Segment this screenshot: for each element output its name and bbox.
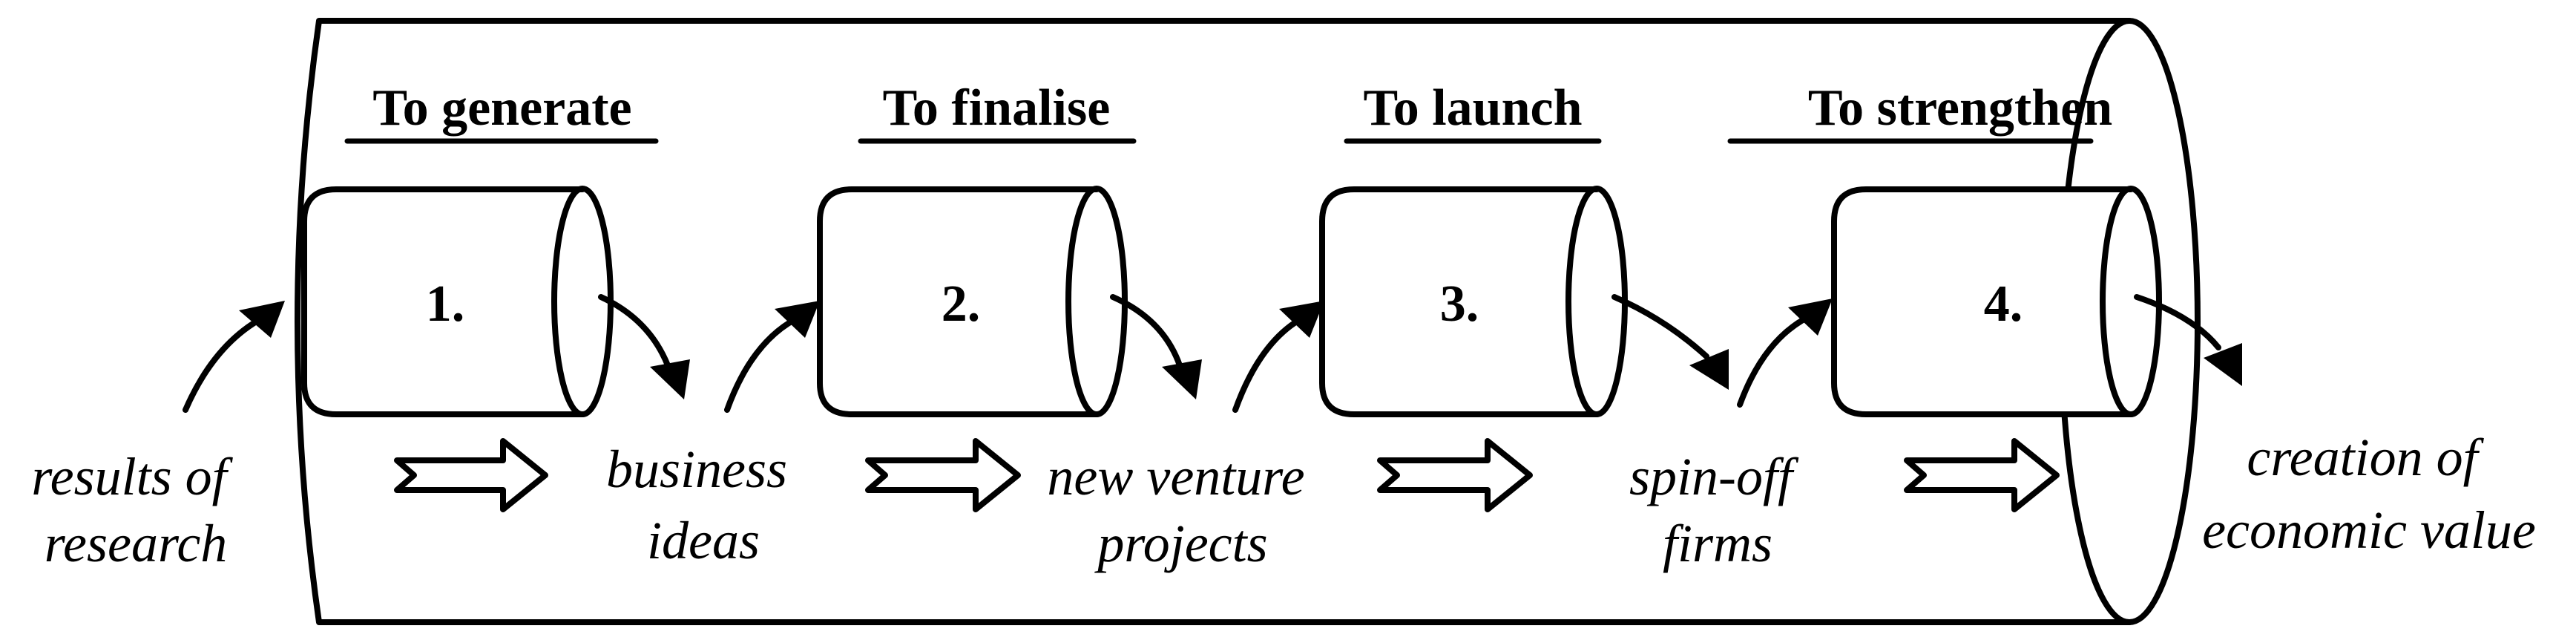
stage-number-4: 4. [1984, 275, 2023, 333]
entry-arrow-1 [183, 301, 285, 413]
block-arrow-4 [1904, 438, 2060, 512]
stage-3: To launch 3. [1319, 79, 1628, 417]
exit-arrow-2 [1110, 294, 1202, 399]
flow-labels: results of research business ideas new v… [31, 428, 2536, 573]
block-arrow-1 [394, 438, 548, 512]
entry-arrow-4 [1737, 298, 1833, 408]
stage-4: To strengthen 4. [1727, 79, 2162, 417]
flow-label-spin-off-firms: spin-off firms [1629, 447, 1806, 573]
stage-title-4: To strengthen [1808, 79, 2112, 137]
flow-label-research: results of research [31, 447, 240, 573]
block-arrow-3 [1377, 438, 1533, 512]
stage-cylinder-4-backing [1834, 189, 2131, 414]
stage-1: To generate 1. [301, 79, 659, 417]
stage-number-1: 1. [426, 275, 465, 333]
stage-number-3: 3. [1440, 275, 1479, 333]
flow-label-business-ideas: business ideas [606, 440, 801, 570]
stage-2: To finalise 2. [817, 79, 1137, 417]
exit-arrow-4 [2134, 294, 2242, 386]
exit-arrow-1 [598, 294, 690, 399]
stage-title-2: To finalise [883, 79, 1111, 137]
block-arrows [394, 438, 2060, 512]
stage-number-2: 2. [942, 275, 981, 333]
flow-label-economic-value: creation of economic value [2202, 428, 2536, 560]
entry-arrow-2 [724, 301, 820, 413]
stage-title-3: To launch [1363, 79, 1582, 137]
pipeline-body [295, 18, 2132, 625]
entry-arrow-3 [1232, 301, 1324, 413]
stage-cylinder-4 [1831, 186, 2162, 417]
stage-title-1: To generate [372, 79, 631, 137]
flow-label-venture-projects: new venture projects [1047, 447, 1318, 573]
block-arrow-2 [865, 438, 1021, 512]
flow-arrows [183, 294, 2242, 413]
exit-arrow-3 [1611, 294, 1729, 390]
